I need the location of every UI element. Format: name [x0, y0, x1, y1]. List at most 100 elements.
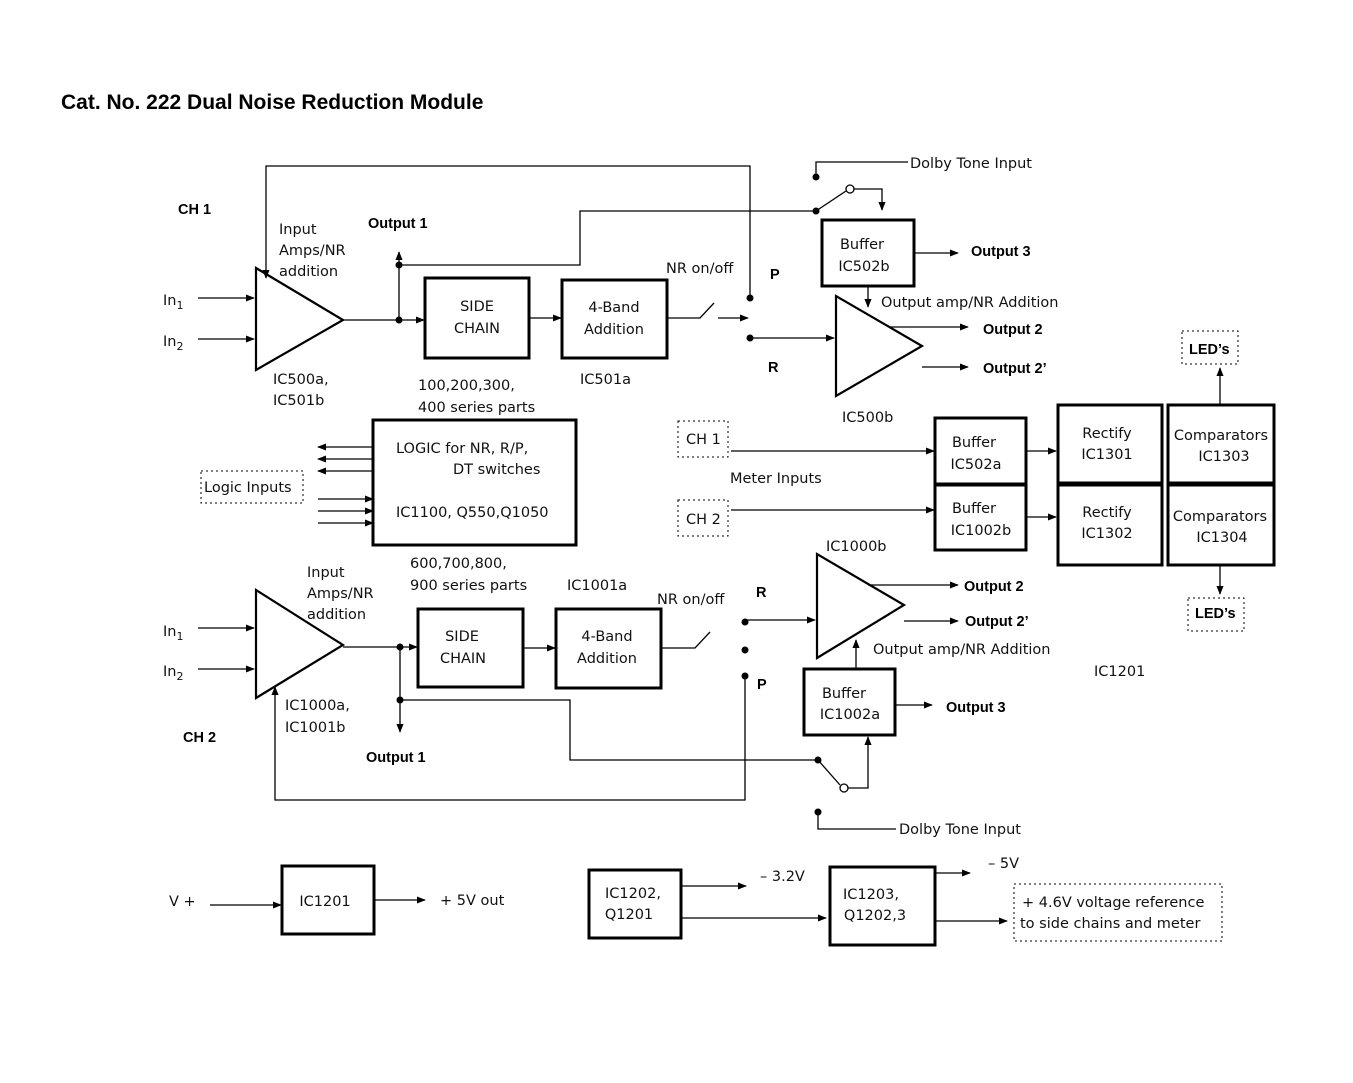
- ch2-side-chain-label-1: SIDE: [445, 629, 479, 645]
- meter-comp2-box: [1166, 483, 1276, 567]
- meter-rectify2-box: [1056, 483, 1164, 567]
- ch2-series-parts-2: 900 series parts: [410, 578, 527, 594]
- ch1-input-amp-label-2: Amps/NR: [279, 243, 346, 259]
- meter-comp1-label-2: IC1303: [1198, 449, 1249, 465]
- ch2-buffer-label-2: IC1002a: [820, 707, 880, 723]
- ch2-input-amp-label-2: Amps/NR: [307, 586, 374, 602]
- ic1202-box: [587, 868, 683, 940]
- ch1-dolby-tone-label: Dolby Tone Input: [910, 156, 1032, 172]
- ch2-label: CH 2: [183, 730, 216, 746]
- ch2-output-amplifier: [815, 552, 907, 660]
- meter-buffer-b-box: [933, 483, 1028, 552]
- meter-buffer-b-label-1: Buffer: [952, 501, 996, 517]
- ch1-output-amplifier: [834, 294, 925, 398]
- meter-rectify2-label-1: Rectify: [1082, 505, 1132, 521]
- logic-section: LOGIC for NR, R/P, DT switches IC1100, Q…: [200, 418, 578, 547]
- ch1-output-amp-label: Output amp/NR Addition: [881, 295, 1058, 311]
- leds-bottom-label: LED’s: [1195, 606, 1236, 622]
- ch1-side-chain-label-1: SIDE: [460, 299, 494, 315]
- ic1203-label-2: Q1202,3: [844, 908, 906, 924]
- ch1-input-amp-label-1: Input: [279, 222, 317, 238]
- channel-1-section: CH 1 In1 In2 Input Amps/NR addition IC50…: [163, 156, 1058, 426]
- ch1-series-parts-1: 100,200,300,: [418, 378, 515, 394]
- ch2-input-amp-ic-2: IC1001b: [285, 720, 346, 736]
- ch2-output-amp-ic: IC1000b: [826, 539, 887, 555]
- ch1-four-band-ic: IC501a: [580, 372, 631, 388]
- ch1-r-label: R: [768, 360, 779, 376]
- ch2-output2-label: Output 2: [964, 579, 1024, 595]
- ch2-four-band-label-2: Addition: [577, 651, 637, 667]
- ic1201-label: IC1201: [1094, 664, 1145, 680]
- meter-rectify1-box: [1056, 403, 1164, 485]
- logic-label-2: DT switches: [453, 462, 540, 478]
- ch2-four-band-box: [554, 607, 663, 690]
- meter-comp1-box: [1166, 403, 1276, 485]
- ch1-side-chain-label-2: CHAIN: [454, 321, 500, 337]
- ch1-buffer-label-1: Buffer: [840, 237, 884, 253]
- logic-box: [371, 418, 578, 547]
- ch2-dolby-tone-label: Dolby Tone Input: [899, 822, 1021, 838]
- ch2-output3-label: Output 3: [946, 700, 1006, 716]
- plus5v-out-label: + 5V out: [440, 893, 505, 909]
- page-title: Cat. No. 222 Dual Noise Reduction Module: [61, 91, 483, 114]
- meter-comp2-label-1: Comparators: [1173, 509, 1267, 525]
- ch1-p-label: P: [770, 267, 780, 283]
- neg32v-label: – 3.2V: [760, 869, 805, 885]
- ch2-input-amp-label-3: addition: [307, 607, 366, 623]
- ch1-four-band-box: [560, 278, 669, 360]
- meter-rectify1-label-1: Rectify: [1082, 426, 1132, 442]
- ch1-input-amp-label-3: addition: [279, 264, 338, 280]
- ch1-nr-onoff-label: NR on/off: [666, 261, 734, 277]
- meter-buffer-a-box: [933, 416, 1028, 486]
- meter-inputs-label: Meter Inputs: [730, 471, 822, 487]
- logic-label-1: LOGIC for NR, R/P,: [396, 441, 528, 457]
- logic-label-3: IC1100, Q550,Q1050: [396, 505, 549, 521]
- ic1201-box-label: IC1201: [299, 894, 350, 910]
- meter-comp2-label-2: IC1304: [1196, 530, 1247, 546]
- ch1-buffer-box: [820, 218, 916, 288]
- ch1-output2-label: Output 2: [983, 322, 1043, 338]
- meter-buffer-b-label-2: IC1002b: [951, 523, 1012, 539]
- meter-buffer-a-label-1: Buffer: [952, 435, 996, 451]
- vref-label-1: + 4.6V voltage reference: [1022, 895, 1204, 911]
- ch2-four-band-label-1: 4-Band: [581, 629, 632, 645]
- ch2-output-amp-label: Output amp/NR Addition: [873, 642, 1050, 658]
- ch2-side-chain-box: [416, 607, 525, 689]
- ch2-output1-label: Output 1: [366, 750, 426, 766]
- ch1-output2p-label: Output 2’: [983, 361, 1047, 377]
- ch1-input-amplifier: [254, 266, 346, 372]
- ch2-four-band-ic: IC1001a: [567, 578, 627, 594]
- meter-ch1-label: CH 1: [686, 432, 721, 448]
- ch1-side-chain-box: [423, 276, 531, 360]
- logic-inputs-label: Logic Inputs: [204, 480, 292, 496]
- meter-rectify2-label-2: IC1302: [1081, 526, 1132, 542]
- ch1-output3-label: Output 3: [971, 244, 1031, 260]
- ch2-p-label: P: [757, 677, 767, 693]
- vplus-label: V +: [169, 894, 196, 910]
- ch2-side-chain-label-2: CHAIN: [440, 651, 486, 667]
- ch2-in2-label: In2: [163, 664, 183, 683]
- ch2-input-amp-ic-1: IC1000a,: [285, 698, 350, 714]
- ch1-output-amp-ic: IC500b: [842, 410, 893, 426]
- ch1-buffer-label-2: IC502b: [838, 259, 889, 275]
- ch2-buffer-box: [802, 667, 897, 737]
- neg5v-label: – 5V: [988, 856, 1019, 872]
- power-section: V + IC1201 + 5V out IC1202, Q1201 – 3.2V…: [169, 856, 1223, 947]
- ch1-four-band-label-1: 4-Band: [588, 300, 639, 316]
- ch2-in1-label: In1: [163, 624, 183, 643]
- ch2-series-parts-1: 600,700,800,: [410, 556, 507, 572]
- ic1203-label-1: IC1203,: [843, 887, 899, 903]
- leds-top-label: LED’s: [1189, 342, 1230, 358]
- ch1-in2-label: In2: [163, 334, 183, 353]
- meter-ch2-label: CH 2: [686, 512, 721, 528]
- meter-section: CH 1 CH 2 Meter Inputs Buffer IC502a Buf…: [677, 330, 1276, 632]
- meter-comp1-label-1: Comparators: [1174, 428, 1268, 444]
- ch1-label: CH 1: [178, 202, 211, 218]
- ch2-buffer-label-1: Buffer: [822, 686, 866, 702]
- ch2-input-amplifier: [254, 588, 346, 700]
- ch1-series-parts-2: 400 series parts: [418, 400, 535, 416]
- ic1202-label-1: IC1202,: [605, 886, 661, 902]
- meter-buffer-a-label-2: IC502a: [951, 457, 1002, 473]
- ch2-input-amp-label-1: Input: [307, 565, 345, 581]
